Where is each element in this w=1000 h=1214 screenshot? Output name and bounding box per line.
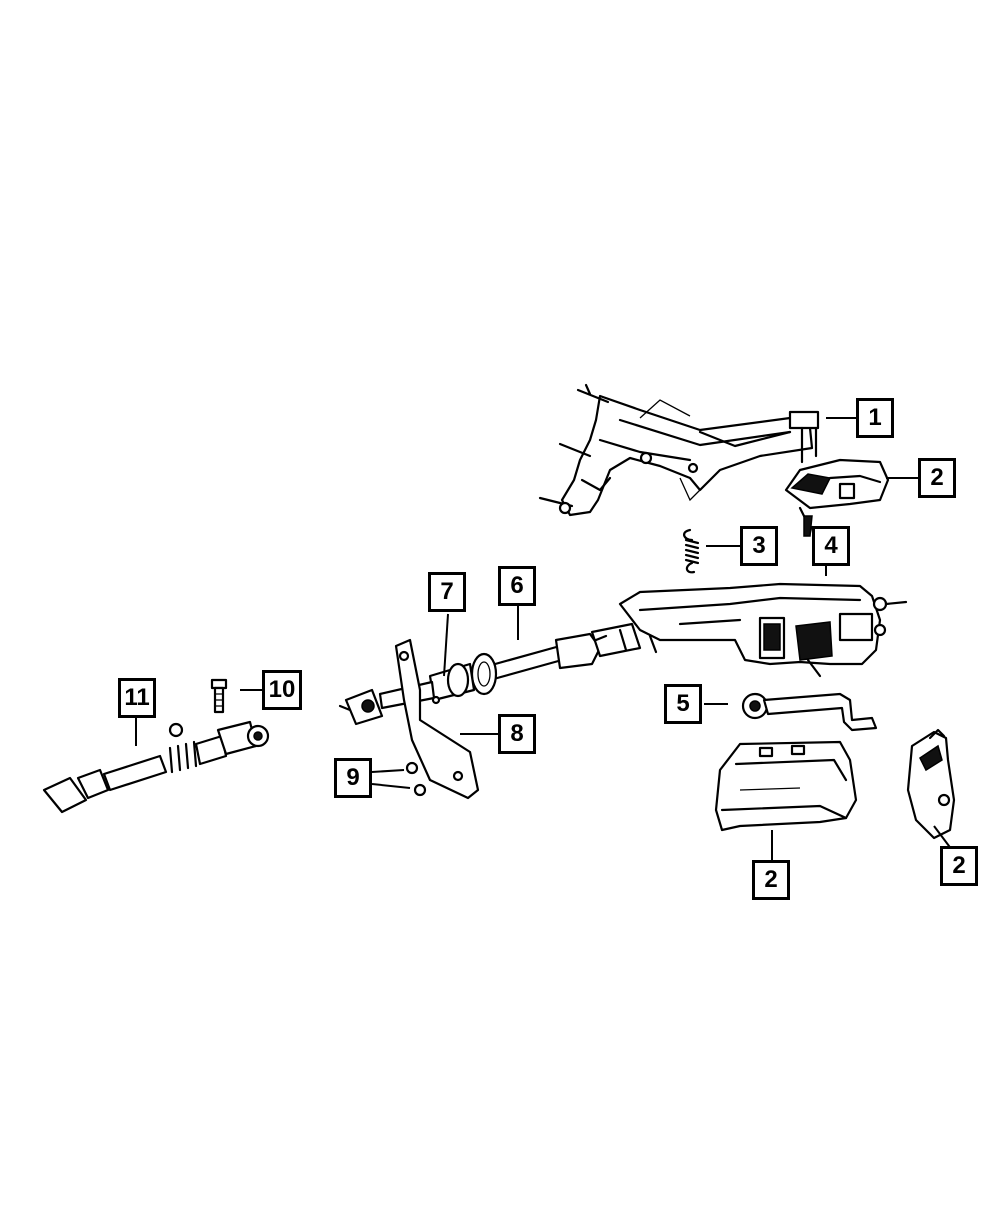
callout-2-shroud: 2: [918, 458, 956, 498]
callout-5: 5: [664, 684, 702, 724]
part-9-nuts: [405, 761, 427, 797]
callout-8: 8: [498, 714, 536, 754]
callout-2-knee-trim: 2: [940, 846, 978, 886]
part-3-spring: [683, 528, 700, 574]
part-2-upper-shroud: [784, 458, 890, 537]
part-8-bracket-plate: [394, 638, 480, 800]
callout-4: 4: [812, 526, 850, 566]
part-5-tilt-lever: [741, 692, 878, 732]
part-4-column-assembly: [618, 582, 908, 678]
part-2-lower-shroud: [714, 740, 858, 832]
callout-1: 1: [856, 398, 894, 438]
part-1-support-bracket: [538, 383, 820, 517]
part-10-bolt: [210, 678, 228, 714]
part-11-lower-shaft: [42, 720, 270, 814]
part-6-intermediate-shaft: [470, 622, 642, 696]
callout-11: 11: [118, 678, 156, 718]
callout-9: 9: [334, 758, 372, 798]
callout-6: 6: [498, 566, 536, 606]
callout-10: 10: [262, 670, 302, 710]
callout-2-lower-shroud: 2: [752, 860, 790, 900]
callout-7: 7: [428, 572, 466, 612]
callout-3: 3: [740, 526, 778, 566]
part-2-knee-trim: [906, 728, 956, 840]
